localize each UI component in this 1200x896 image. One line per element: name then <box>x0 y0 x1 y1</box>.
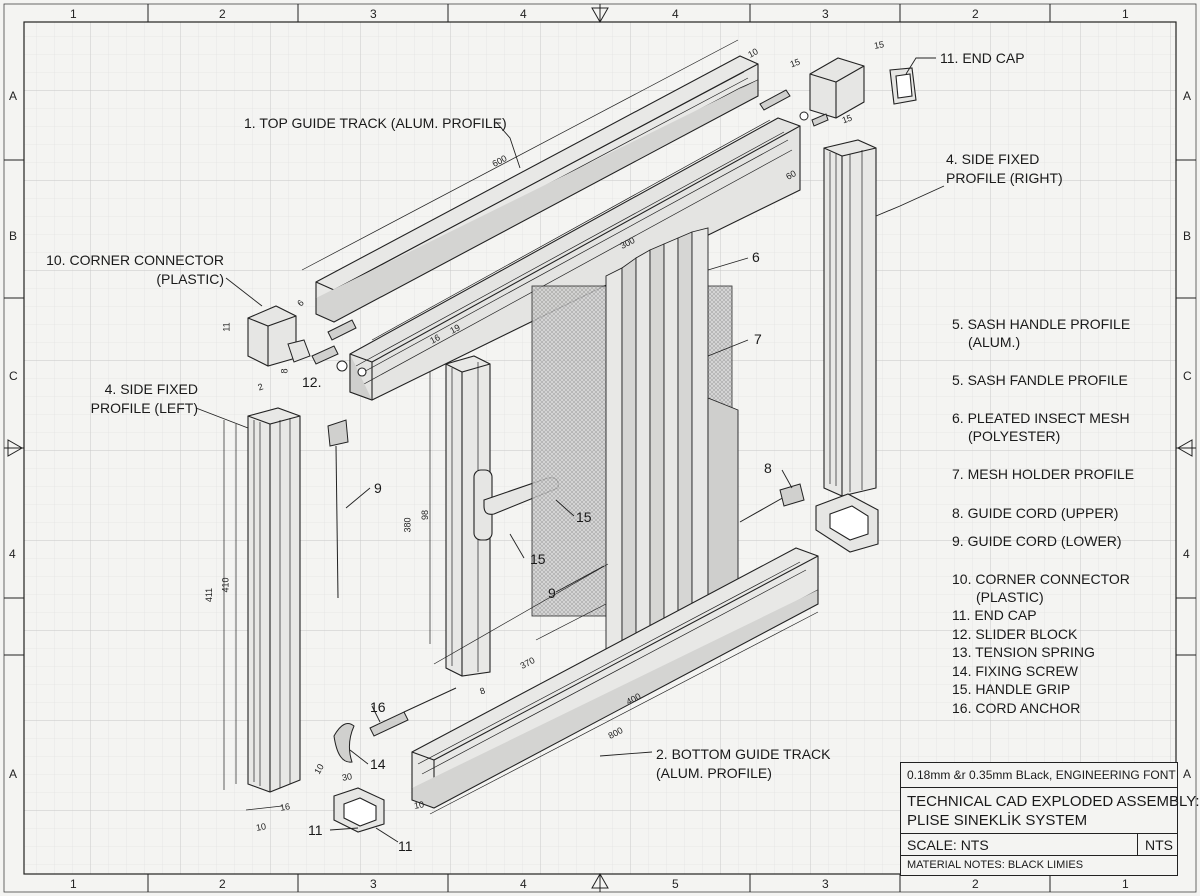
callout-9-center: 9 <box>548 585 556 601</box>
end-cap-top <box>809 57 917 119</box>
callout-15-left: 15 <box>530 551 546 567</box>
legend-item-6: 6. PLEATED INSECT MESH(POLYESTER) <box>952 410 1130 444</box>
legend-item-8: 8. GUIDE CORD (UPPER) <box>952 505 1119 521</box>
dim-98: 98 <box>420 509 431 521</box>
line-spec-note: 0.18mm &r 0.35mm BLack, ENGINEERING FONT <box>907 768 1176 782</box>
callout-6: 6 <box>752 249 760 265</box>
zone-right-b: B <box>1183 229 1192 243</box>
callout-side-right-1: 4. SIDE FIXED <box>946 151 1040 167</box>
legend-item-16: 16. CORD ANCHOR <box>952 700 1081 716</box>
zone-top-4: 4 <box>520 7 527 21</box>
callout-7: 7 <box>754 331 762 347</box>
zone-left-a: A <box>9 89 18 103</box>
dim-10-left: 10 <box>255 821 267 833</box>
scale-box: NTS <box>1137 833 1178 855</box>
legend-item-11: 11. END CAP <box>952 607 1037 623</box>
legend-item-15: 15. HANDLE GRIP <box>952 681 1071 697</box>
legend-item-5a: 5. SASH HANDLE PROFILE(ALUM.) <box>952 316 1131 350</box>
scale-box-value: NTS <box>1145 837 1173 853</box>
drawing-title-2: PLISE SINEKLİK SYSTEM <box>907 812 1088 829</box>
legend-item-7: 7. MESH HOLDER PROFILE <box>952 466 1135 482</box>
dim-380: 380 <box>402 517 413 533</box>
callout-end-cap: 11. END CAP <box>940 50 1025 66</box>
legend-item-14: 14. FIXING SCREW <box>952 663 1079 679</box>
zone-bottom-4: 4 <box>520 877 527 891</box>
zone-bottom-7: 2 <box>972 877 979 891</box>
callout-15-right: 15 <box>576 509 592 525</box>
legend-item-5b: 5. SASH FANDLE PROFILE <box>952 372 1128 388</box>
zone-right-a: A <box>1183 89 1192 103</box>
dim-410: 410 <box>220 577 231 593</box>
legend-item-9: 9. GUIDE CORD (LOWER) <box>952 533 1122 549</box>
zone-left-a2: A <box>9 767 18 781</box>
legend-item-13: 13. TENSION SPRING <box>952 644 1095 660</box>
pleated-mesh <box>531 227 739 669</box>
slider-block <box>287 339 311 363</box>
dim-10-bottom: 10 <box>413 799 425 811</box>
zone-bottom-6: 3 <box>822 877 829 891</box>
zone-top-5: 4 <box>672 7 679 21</box>
zone-top-6: 3 <box>822 7 829 21</box>
dimension-lines <box>223 39 819 815</box>
callout-side-right-2: PROFILE (RIGHT) <box>946 170 1063 186</box>
zone-left-c: C <box>9 369 18 383</box>
dim-30: 30 <box>341 771 353 783</box>
dim-16-left: 16 <box>279 801 291 813</box>
zone-bottom-8: 1 <box>1122 877 1129 891</box>
zone-bottom-2: 2 <box>219 877 226 891</box>
zone-top-3: 3 <box>370 7 377 21</box>
upper-rail-profile <box>349 117 801 401</box>
side-profile-left <box>247 407 301 793</box>
callout-14: 14 <box>370 756 386 772</box>
zone-top-1: 1 <box>70 7 77 21</box>
callout-8: 8 <box>764 460 772 476</box>
dim-8: 8 <box>279 368 290 374</box>
bottom-guide-track <box>411 547 819 809</box>
end-cap-bottom <box>333 787 385 833</box>
corner-connector <box>247 305 297 367</box>
zone-ticks <box>4 4 1196 892</box>
zone-right-c: C <box>1183 369 1192 383</box>
centering-marks <box>4 4 1196 892</box>
zone-top-7: 2 <box>972 7 979 21</box>
zone-top-8: 1 <box>1122 7 1129 21</box>
drawing-title-1: TECHNICAL CAD EXPLODED ASSEMBLY: <box>907 793 1200 810</box>
corner-connector-right <box>815 493 879 553</box>
zone-top-2: 2 <box>219 7 226 21</box>
callout-side-left-1: 4. SIDE FIXED <box>104 381 198 397</box>
callout-top-guide-track: 1. TOP GUIDE TRACK (ALUM. PROFILE) <box>244 115 507 131</box>
sash-handle-profile <box>445 355 491 677</box>
callout-bottom-guide-1: 2. BOTTOM GUIDE TRACK <box>656 746 831 762</box>
zone-right-a2: A <box>1183 767 1192 781</box>
callout-bottom-guide-2: (ALUM. PROFILE) <box>656 765 772 781</box>
side-profile-right <box>823 139 877 497</box>
zone-left-4: 4 <box>9 547 16 561</box>
zone-bottom-5: 5 <box>672 877 679 891</box>
dim-11: 11 <box>221 322 232 332</box>
callout-11-left: 11 <box>308 822 323 838</box>
title-block: 0.18mm &r 0.35mm BLack, ENGINEERING FONT… <box>900 762 1200 876</box>
legend-item-12: 12. SLIDER BLOCK <box>952 626 1078 642</box>
tension-springs <box>311 89 829 737</box>
dim-411: 411 <box>204 587 215 603</box>
callout-12: 12. <box>302 374 322 390</box>
callout-corner-connector-2: (PLASTIC) <box>156 271 224 287</box>
zone-right-4: 4 <box>1183 547 1190 561</box>
zone-left-b: B <box>9 229 18 243</box>
callout-9-left: 9 <box>374 480 382 496</box>
legend-item-10: 10. CORNER CONNECTOR(PLASTIC) <box>952 571 1130 605</box>
zone-bottom-1: 1 <box>70 877 77 891</box>
top-guide-track <box>315 55 759 323</box>
leader-lines <box>195 57 945 843</box>
callout-corner-connector-1: 10. CORNER CONNECTOR <box>46 252 224 268</box>
scale-label: SCALE: NTS <box>907 837 989 853</box>
material-notes: MATERIAL NOTES: BLACK LIMIES <box>907 859 1084 871</box>
zone-bottom-3: 3 <box>370 877 377 891</box>
dim-15-cap-a: 15 <box>873 39 885 51</box>
callout-side-left-2: PROFILE (LEFT) <box>90 400 198 416</box>
callout-16: 16 <box>370 699 386 715</box>
callout-11-right: 11 <box>398 838 413 854</box>
guide-cords <box>327 419 805 763</box>
